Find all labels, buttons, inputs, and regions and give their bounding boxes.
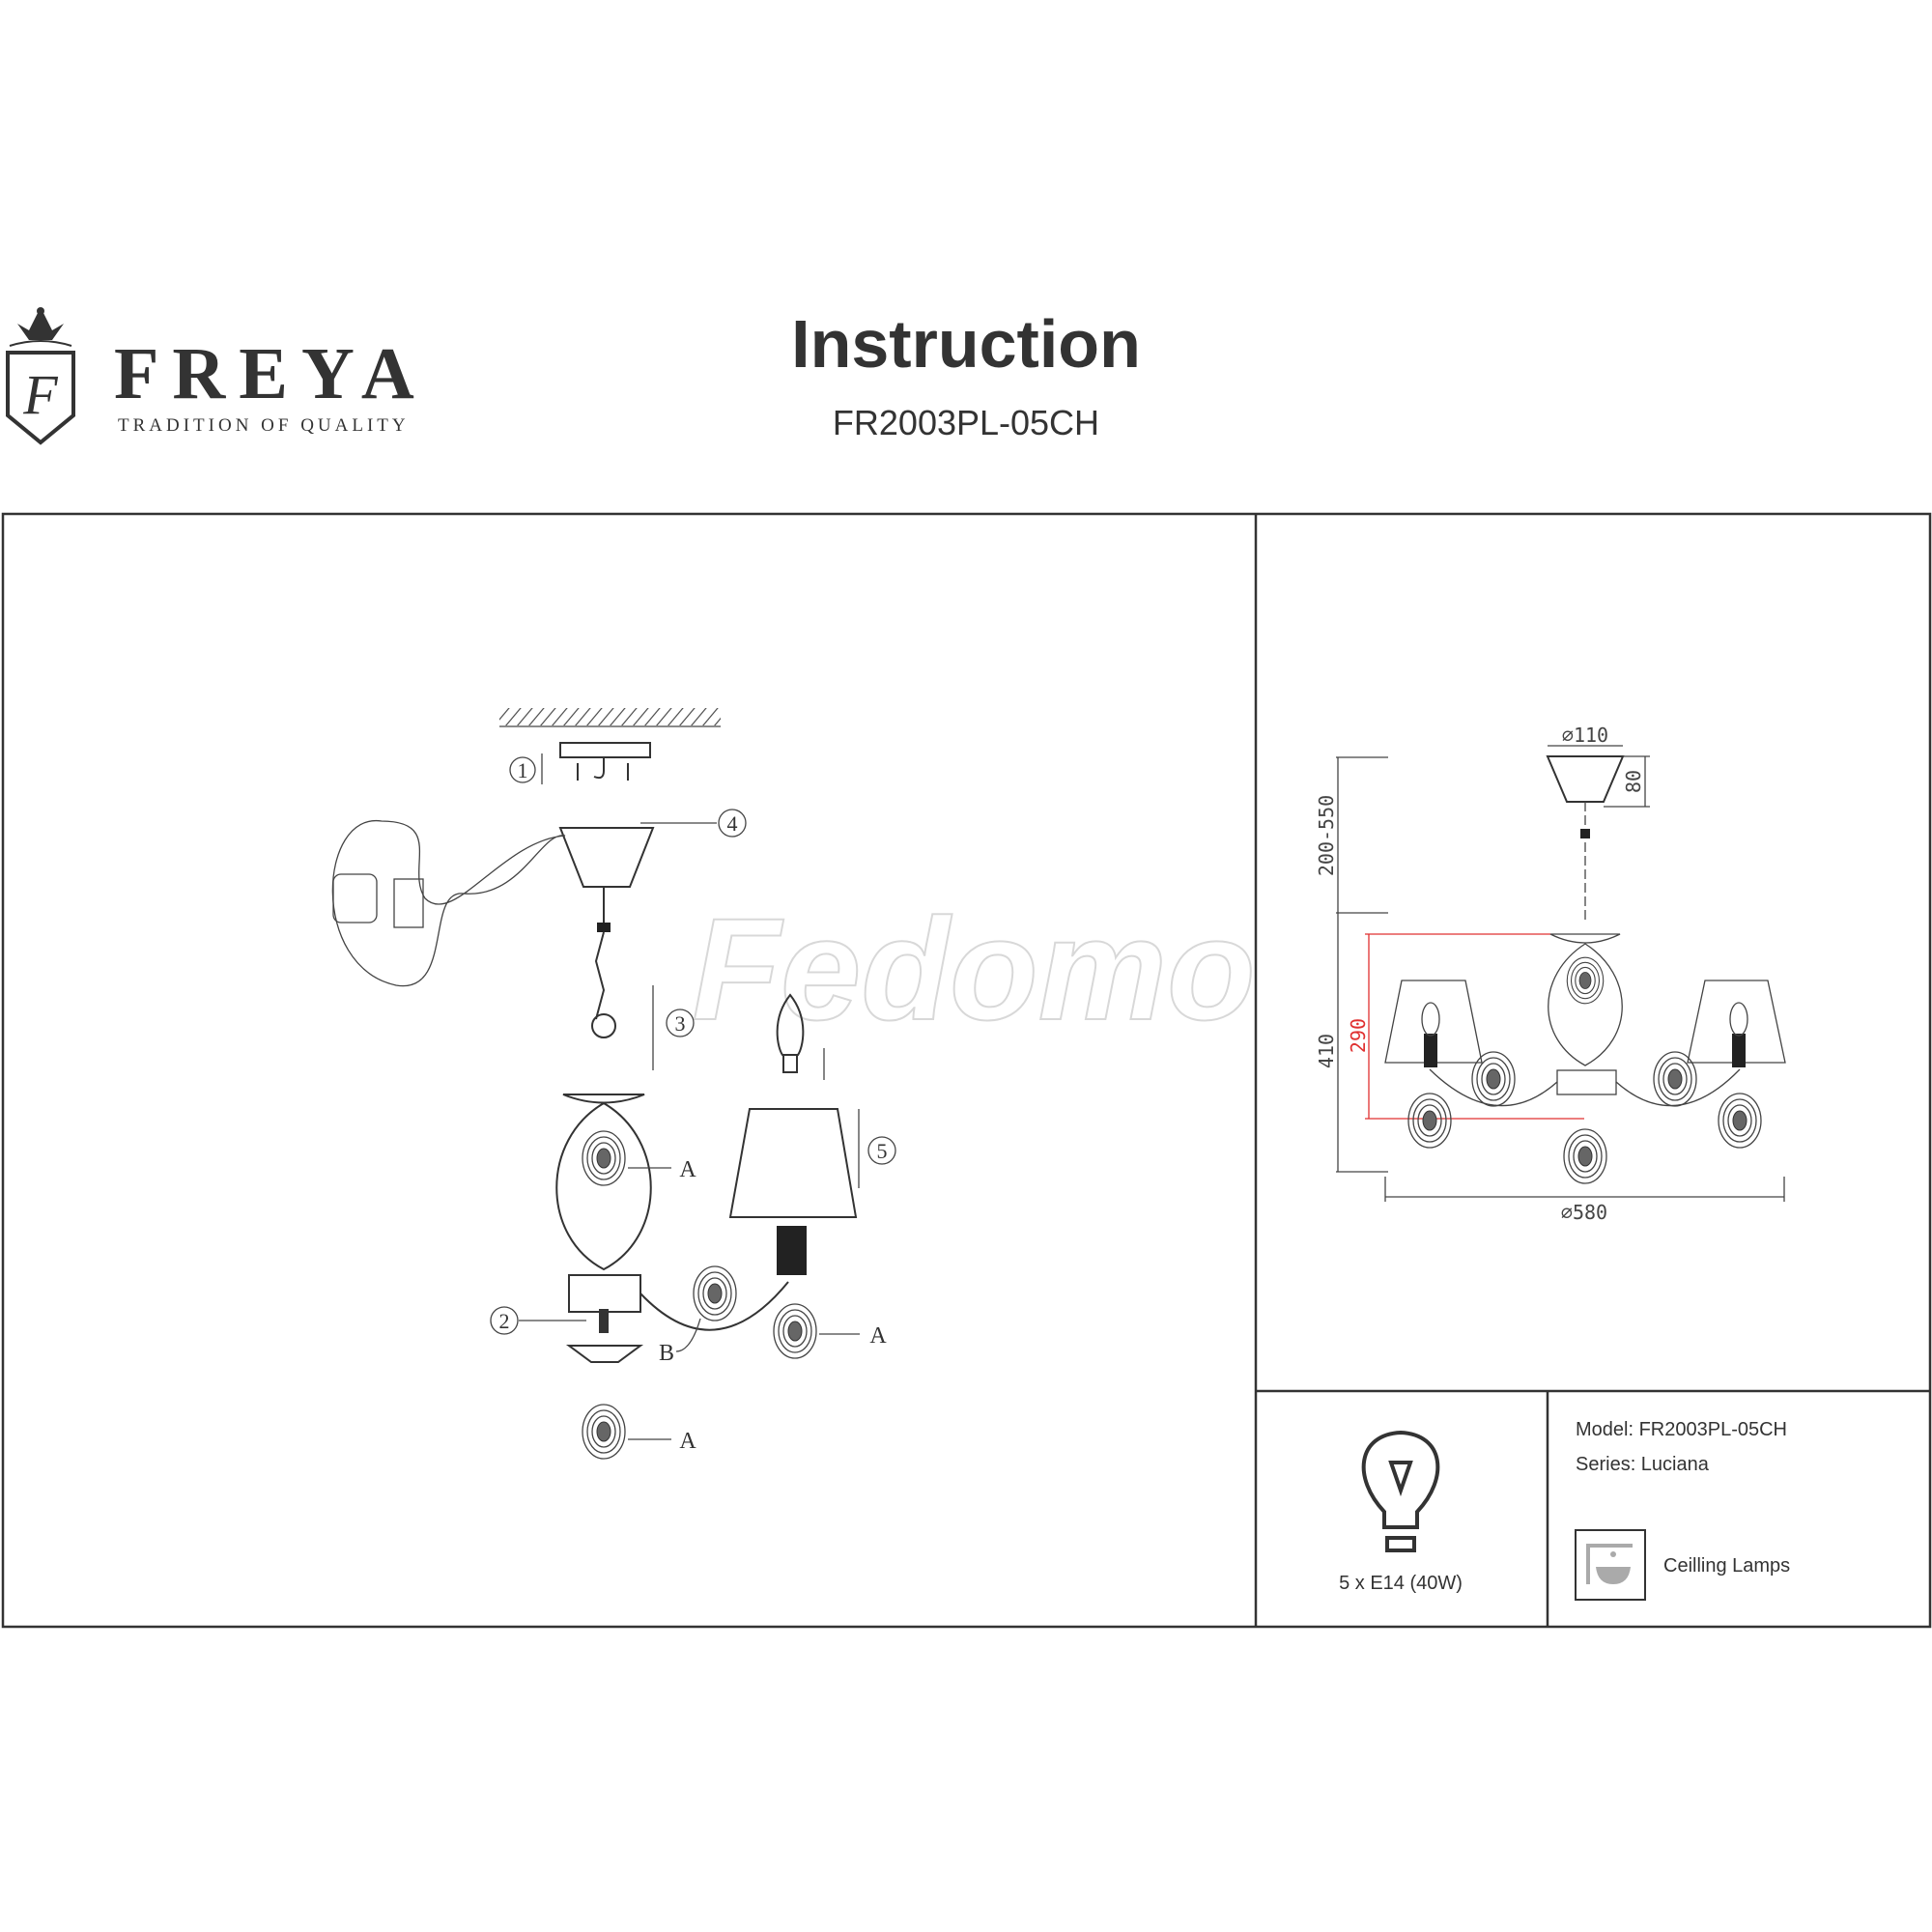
part-a-label: A bbox=[869, 1323, 887, 1349]
step-4-label: 4 bbox=[727, 811, 738, 836]
watermark: Fedomo bbox=[692, 888, 1255, 1050]
step-3-label: 3 bbox=[675, 1011, 686, 1036]
step-1-marker bbox=[509, 756, 536, 783]
series-spec: Series: Luciana bbox=[1576, 1454, 1710, 1475]
crown-icon bbox=[9, 307, 72, 347]
canopy-diameter-dim: ⌀110 bbox=[1562, 724, 1608, 747]
bulb-icon bbox=[1361, 1430, 1440, 1552]
lamp-shade bbox=[728, 1108, 858, 1218]
arm bbox=[639, 1281, 789, 1331]
chain bbox=[594, 931, 606, 1020]
canopy-height-dim: 80 bbox=[1622, 770, 1645, 793]
assembly-diagram: 1 4 3 A 2 A B A bbox=[331, 708, 896, 1460]
step-2-label: 2 bbox=[499, 1309, 510, 1333]
frame bbox=[1, 512, 1932, 1629]
part-b-label: B bbox=[659, 1341, 674, 1366]
shield-icon bbox=[6, 351, 75, 445]
mounting-bracket bbox=[559, 742, 651, 781]
center-frame bbox=[555, 1101, 652, 1271]
freya-logo: F FREYA TRADITION OF QUALITY bbox=[6, 307, 428, 445]
part-a-label: A bbox=[679, 1157, 696, 1182]
canopy bbox=[558, 827, 655, 888]
model-subtitle: FR2003PL-05CH bbox=[833, 403, 1099, 442]
arm-height-dim: 290 bbox=[1347, 1018, 1370, 1053]
step-1-label: 1 bbox=[518, 758, 528, 782]
overall-diameter-dim: ⌀580 bbox=[1561, 1201, 1607, 1224]
ceiling-lamp-icon bbox=[1575, 1529, 1646, 1601]
step-5-label: 5 bbox=[877, 1139, 888, 1163]
bulb-spec: 5 x E14 (40W) bbox=[1339, 1573, 1463, 1594]
category-label: Ceilling Lamps bbox=[1663, 1555, 1790, 1577]
page-title: Instruction bbox=[791, 306, 1141, 382]
hub bbox=[568, 1274, 641, 1313]
logo-letter: F bbox=[22, 363, 58, 426]
brand-name: FREYA bbox=[114, 333, 428, 414]
dimension-drawing: ⌀110 80 200-550 410 290 ⌀580 bbox=[1315, 724, 1786, 1224]
wiring-detail-bubble bbox=[331, 820, 566, 987]
model-spec: Model: FR2003PL-05CH bbox=[1576, 1419, 1787, 1440]
chain-length-dim: 200-550 bbox=[1315, 795, 1338, 876]
brand-tagline: TRADITION OF QUALITY bbox=[118, 415, 410, 436]
part-a-label: A bbox=[679, 1429, 696, 1454]
body-height-dim: 410 bbox=[1315, 1034, 1338, 1068]
